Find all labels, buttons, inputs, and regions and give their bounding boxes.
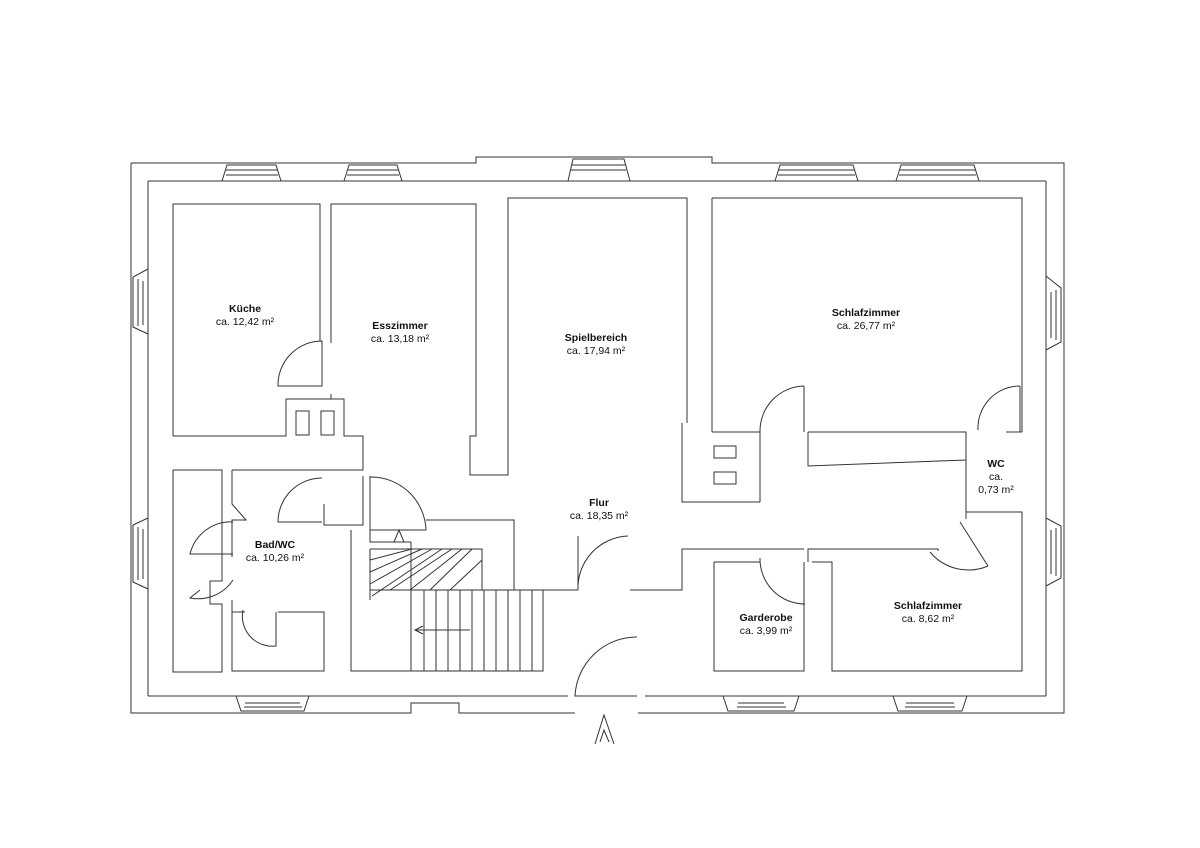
room-bad-wc: Bad/WC ca. 10,26 m²: [246, 539, 304, 565]
room-esszimmer: Esszimmer ca. 13,18 m²: [371, 320, 429, 346]
windows-top: [221, 158, 980, 182]
room-area: ca. 8,62 m²: [901, 613, 955, 625]
room-area-line1: ca.: [988, 471, 1004, 483]
room-area: ca. 13,18 m²: [370, 333, 430, 345]
room-schlafzimmer-large: Schlafzimmer ca. 26,77 m²: [832, 307, 900, 333]
room-kueche: Küche ca. 12,42 m²: [216, 303, 274, 329]
room-name: Flur: [589, 497, 609, 509]
staircase: [369, 528, 543, 671]
interior-walls: [172, 197, 1023, 673]
room-area: ca. 3,99 m²: [739, 625, 793, 637]
room-name: Bad/WC: [254, 539, 296, 551]
room-schlafzimmer-small: Schlafzimmer ca. 8,62 m²: [894, 600, 962, 626]
room-area: ca. 26,77 m²: [836, 320, 896, 332]
windows-side: [132, 268, 1062, 590]
room-name: Schlafzimmer: [893, 600, 963, 612]
outer-walls: [130, 156, 1065, 714]
entrance-arrow-icon: [594, 713, 615, 745]
room-name: Küche: [228, 303, 262, 315]
room-name: WC: [987, 458, 1005, 470]
room-name: Garderobe: [739, 612, 793, 624]
room-area: ca. 18,35 m²: [569, 510, 629, 522]
room-name: Esszimmer: [372, 320, 428, 332]
room-area: ca. 17,94 m²: [566, 345, 626, 357]
room-flur: Flur ca. 18,35 m²: [570, 497, 628, 523]
room-spielbereich: Spielbereich ca. 17,94 m²: [565, 332, 627, 358]
door-swings: [188, 340, 1021, 697]
room-area: ca. 10,26 m²: [245, 552, 305, 564]
room-name: Schlafzimmer: [831, 307, 901, 319]
room-area-line2: 0,73 m²: [978, 484, 1014, 496]
room-wc: WC ca. 0,73 m²: [978, 458, 1014, 497]
windows-bottom: [235, 695, 968, 712]
room-name: Spielbereich: [564, 332, 628, 344]
room-garderobe: Garderobe ca. 3,99 m²: [739, 612, 792, 638]
room-area: ca. 12,42 m²: [215, 316, 275, 328]
